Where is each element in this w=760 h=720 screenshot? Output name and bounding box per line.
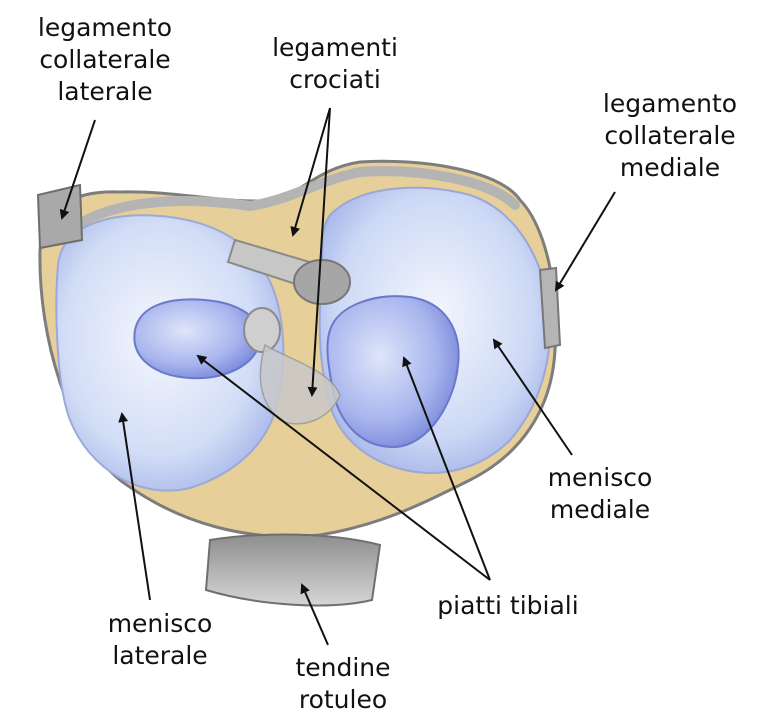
label-patellar-tendon: tendine rotuleo (268, 652, 418, 716)
label-line: mediale (619, 153, 721, 182)
label-tibial-plateaus: piatti tibiali (418, 590, 598, 622)
label-line: laterale (112, 641, 208, 670)
arrow-cruciate-2 (307, 107, 331, 397)
arrow-cruciate-1 (290, 107, 331, 237)
lateral-tibial-plateau (133, 298, 262, 380)
arrow-plateau-medial (402, 356, 491, 581)
label-line: legamento (37, 13, 173, 42)
label-line: legamenti (272, 33, 398, 62)
label-medial-meniscus: menisco mediale (525, 462, 675, 526)
label-line: legamento (602, 89, 738, 118)
patellar-tendon-shape (204, 533, 382, 607)
label-lateral-collateral-ligament: legamento collaterale laterale (20, 12, 190, 108)
label-line: mediale (549, 495, 651, 524)
label-cruciate-ligaments: legamenti crociati (250, 32, 420, 96)
cruciate-ligament-stump (243, 307, 281, 353)
posterior-rim (65, 166, 520, 235)
label-line: rotuleo (298, 685, 388, 714)
arrow-plateau-lateral (196, 354, 491, 581)
label-line: tendine (295, 653, 391, 682)
label-line: laterale (57, 77, 153, 106)
label-lateral-meniscus: menisco laterale (85, 608, 235, 672)
label-line: collaterale (604, 121, 736, 150)
arrows (59, 107, 616, 646)
label-line: crociati (289, 65, 381, 94)
lateral-collateral-block (36, 183, 84, 250)
arrow-medial-meniscus (492, 338, 573, 456)
posterior-cruciate-stump (293, 259, 351, 305)
arrow-medial-collateral (554, 191, 616, 292)
arrow-lateral-collateral (59, 119, 96, 220)
arrow-lateral-meniscus (118, 412, 151, 601)
arrow-patellar-tendon (300, 583, 329, 646)
label-line: collaterale (39, 45, 171, 74)
label-line: piatti tibiali (437, 591, 579, 620)
central-ligament-tissue (259, 343, 341, 425)
label-line: menisco (107, 609, 213, 638)
label-medial-collateral-ligament: legamento collaterale mediale (585, 88, 755, 184)
label-line: menisco (547, 463, 653, 492)
